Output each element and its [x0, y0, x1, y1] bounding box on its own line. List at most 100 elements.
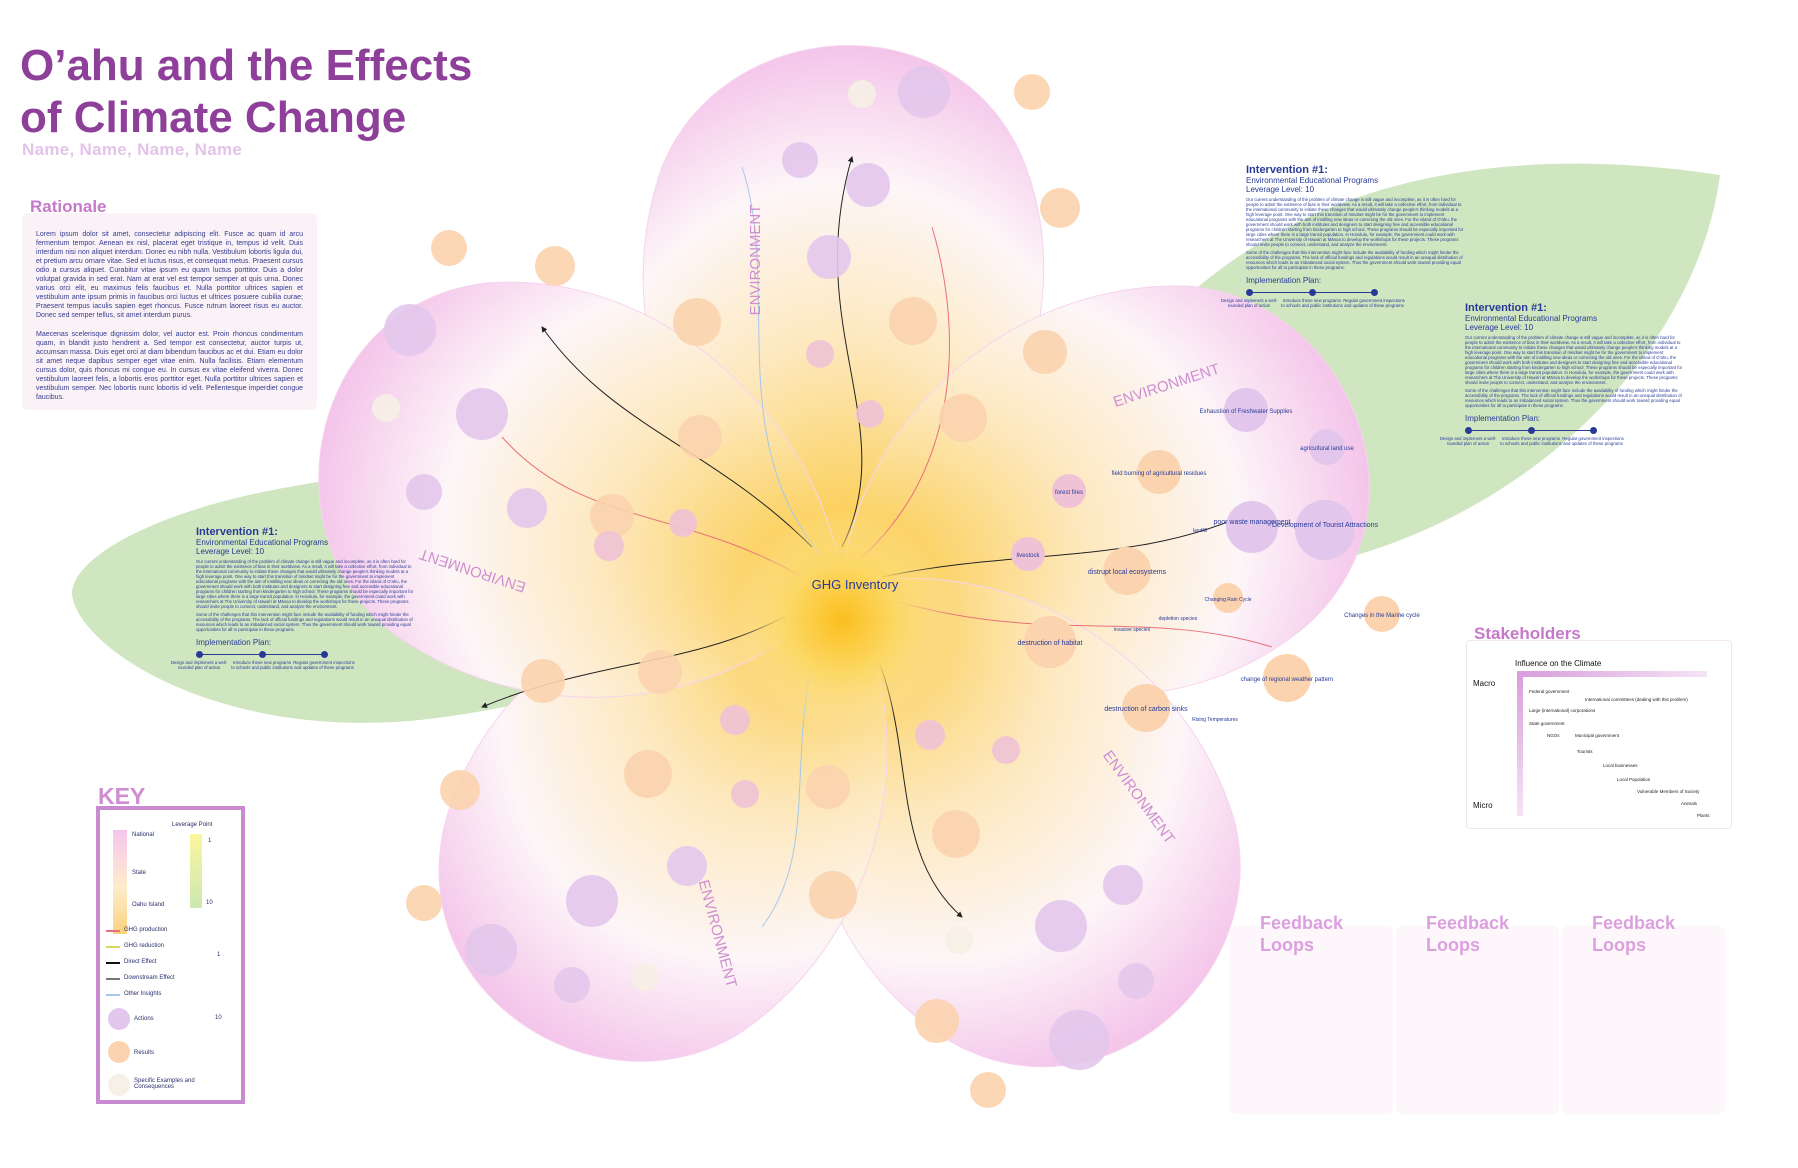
- result-node: [1364, 596, 1400, 632]
- svg-text:agricultural land use: agricultural land use: [1300, 446, 1354, 452]
- intervention-leverage: Leverage Level: 10: [196, 547, 265, 556]
- feedback-loop-panel: [1562, 926, 1725, 1114]
- intervention-program: Environmental Educational Programs: [1465, 314, 1598, 323]
- intervention-body: Our current understanding of the problem…: [1465, 335, 1683, 385]
- intervention-leverage: Leverage Level: 10: [1246, 185, 1315, 194]
- intervention-card: Intervention #1: Environmental Education…: [1221, 164, 1464, 323]
- action-node: [1137, 450, 1181, 494]
- legend-label: GHG production: [124, 927, 168, 933]
- leverage-value: 1: [217, 952, 221, 958]
- result-node: [1011, 537, 1045, 571]
- arrow-swatch: [106, 946, 120, 948]
- intervention-body-2: Some of the challenges that this interve…: [196, 612, 413, 632]
- svg-text:change of regional weather pat: change of regional weather pattern: [1241, 677, 1334, 683]
- ghg-core: [732, 510, 952, 730]
- intervention-body-2: Some of the challenges that this interve…: [1465, 388, 1682, 408]
- implementation-plan-label: Implementation Plan:: [196, 638, 272, 647]
- stakeholder-item: NGOs: [1547, 733, 1560, 738]
- intervention-leverage: Leverage Level: 10: [1465, 323, 1534, 332]
- action-node: [1295, 500, 1355, 560]
- legend-label: Other Insights: [124, 991, 162, 997]
- scale-label: Oahu Island: [132, 902, 165, 908]
- legend-label: Direct Effect: [124, 959, 157, 965]
- intervention-heading: Intervention #1:: [1246, 164, 1328, 176]
- scale-label: National: [132, 832, 155, 838]
- note-label: invasive species: [1114, 627, 1151, 633]
- svg-text:forest fires: forest fires: [1055, 490, 1083, 496]
- svg-text:Changing Rain Cycle: Changing Rain Cycle: [1205, 597, 1252, 603]
- legend-label: Results: [134, 1050, 155, 1056]
- arrow-swatch: [106, 994, 120, 996]
- legend-label: GHG reduction: [124, 943, 165, 949]
- action-node: [1224, 388, 1268, 432]
- result-node: [1122, 684, 1170, 732]
- intervention-body: Our current understanding of the problem…: [1246, 197, 1464, 247]
- feedback-loop-heading: Feedback Loops: [1260, 913, 1344, 955]
- rationale-heading: Rationale: [30, 197, 107, 216]
- result-node: [1052, 474, 1086, 508]
- scale-gradient: [113, 830, 127, 934]
- implementation-timeline: Design and implement a well-rounded plan…: [171, 651, 416, 685]
- stakeholder-item: State government: [1529, 721, 1565, 726]
- stakeholder-item: Animals: [1681, 801, 1698, 806]
- stakeholder-item: Plants: [1697, 813, 1710, 818]
- stakeholder-item: Municipal government: [1575, 733, 1620, 738]
- feedback-loop-heading: Feedback Loops: [1592, 913, 1676, 955]
- leverage-value: 10: [206, 900, 213, 906]
- action-node: [1309, 429, 1345, 465]
- svg-text:distrupt local ecosystems: distrupt local ecosystems: [1088, 569, 1167, 576]
- note-label: landfill: [1193, 528, 1207, 534]
- example-swatch: [108, 1074, 130, 1096]
- node-group-other: [372, 66, 1154, 1108]
- svg-text:Changes in the Marine cycle: Changes in the Marine cycle: [1344, 613, 1420, 619]
- stakeholder-item: Local businesses: [1603, 763, 1638, 768]
- arrow-swatch: [106, 930, 120, 932]
- note-label: depletion species: [1159, 616, 1198, 622]
- rationale-paragraph: Lorem ipsum dolor sit amet, consectetur …: [36, 231, 303, 319]
- note-label: Rising Temperatures: [1192, 717, 1238, 723]
- svg-text:field burning of agricultural: field burning of agricultural residues: [1112, 471, 1207, 477]
- result-swatch: [108, 1041, 130, 1063]
- rationale-paragraph: Maecenas scelerisque dignissim dolor, ve…: [36, 331, 303, 401]
- stakeholders-chart: Influence on the Climate Macro Micro Fed…: [1466, 640, 1732, 829]
- legend-label: Actions: [134, 1016, 154, 1022]
- macro-label: Macro: [1473, 679, 1496, 688]
- implementation-plan-label: Implementation Plan:: [1246, 276, 1322, 285]
- intervention-card: Intervention #1: Environmental Education…: [1440, 302, 1685, 461]
- leverage-gradient: [190, 834, 202, 908]
- legend-label: Specific Examples and Consequences: [134, 1078, 195, 1090]
- micro-label: Micro: [1473, 801, 1493, 810]
- svg-text:poor waste management: poor waste management: [1213, 519, 1290, 526]
- stakeholder-item: Large (international) corporations: [1529, 708, 1596, 713]
- svg-text:destruction of habitat: destruction of habitat: [1018, 640, 1083, 647]
- scale-label: State: [132, 870, 147, 876]
- result-node: [1024, 616, 1076, 668]
- legend-box: National State Oahu Island Leverage Poin…: [96, 806, 245, 1104]
- influence-axis-horizontal: [1517, 671, 1707, 677]
- result-node: [1103, 547, 1151, 595]
- intervention-heading: Intervention #1:: [1465, 302, 1547, 314]
- poster-title: O’ahu and the Effects of Climate Change: [20, 41, 473, 142]
- result-node: [1263, 654, 1311, 702]
- stakeholder-item: Vulnerable Members of Society: [1637, 789, 1700, 794]
- leverage-value: 1: [208, 838, 212, 844]
- svg-text:livestock: livestock: [1016, 553, 1040, 559]
- intervention-body: Our current understanding of the problem…: [196, 559, 414, 609]
- stakeholders-heading: Stakeholders: [1474, 624, 1581, 643]
- svg-text:Exhaustion of Freshwater Suppl: Exhaustion of Freshwater Supplies: [1200, 409, 1293, 415]
- petal: [318, 281, 843, 698]
- influence-title: Influence on the Climate: [1515, 659, 1602, 668]
- rationale-box: Lorem ipsum dolor sit amet, consectetur …: [22, 213, 317, 410]
- implementation-timeline: Design and implement a well-rounded plan…: [1440, 427, 1685, 461]
- stakeholder-item: Tourists: [1577, 749, 1593, 754]
- intervention-heading: Intervention #1:: [196, 526, 278, 538]
- action-swatch: [108, 1008, 130, 1030]
- implementation-timeline: Design and implement a well-rounded plan…: [1221, 289, 1464, 323]
- author-names: Name, Name, Name, Name: [22, 140, 243, 159]
- svg-text:Development of Tourist Attract: Development of Tourist Attractions: [1272, 522, 1379, 529]
- legend-label: Downstream Effect: [124, 975, 175, 981]
- node-group-right: poor waste management Development of Tou…: [1011, 388, 1421, 732]
- leverage-value: 10: [215, 1015, 222, 1021]
- leverage-label: Leverage Point: [172, 822, 213, 828]
